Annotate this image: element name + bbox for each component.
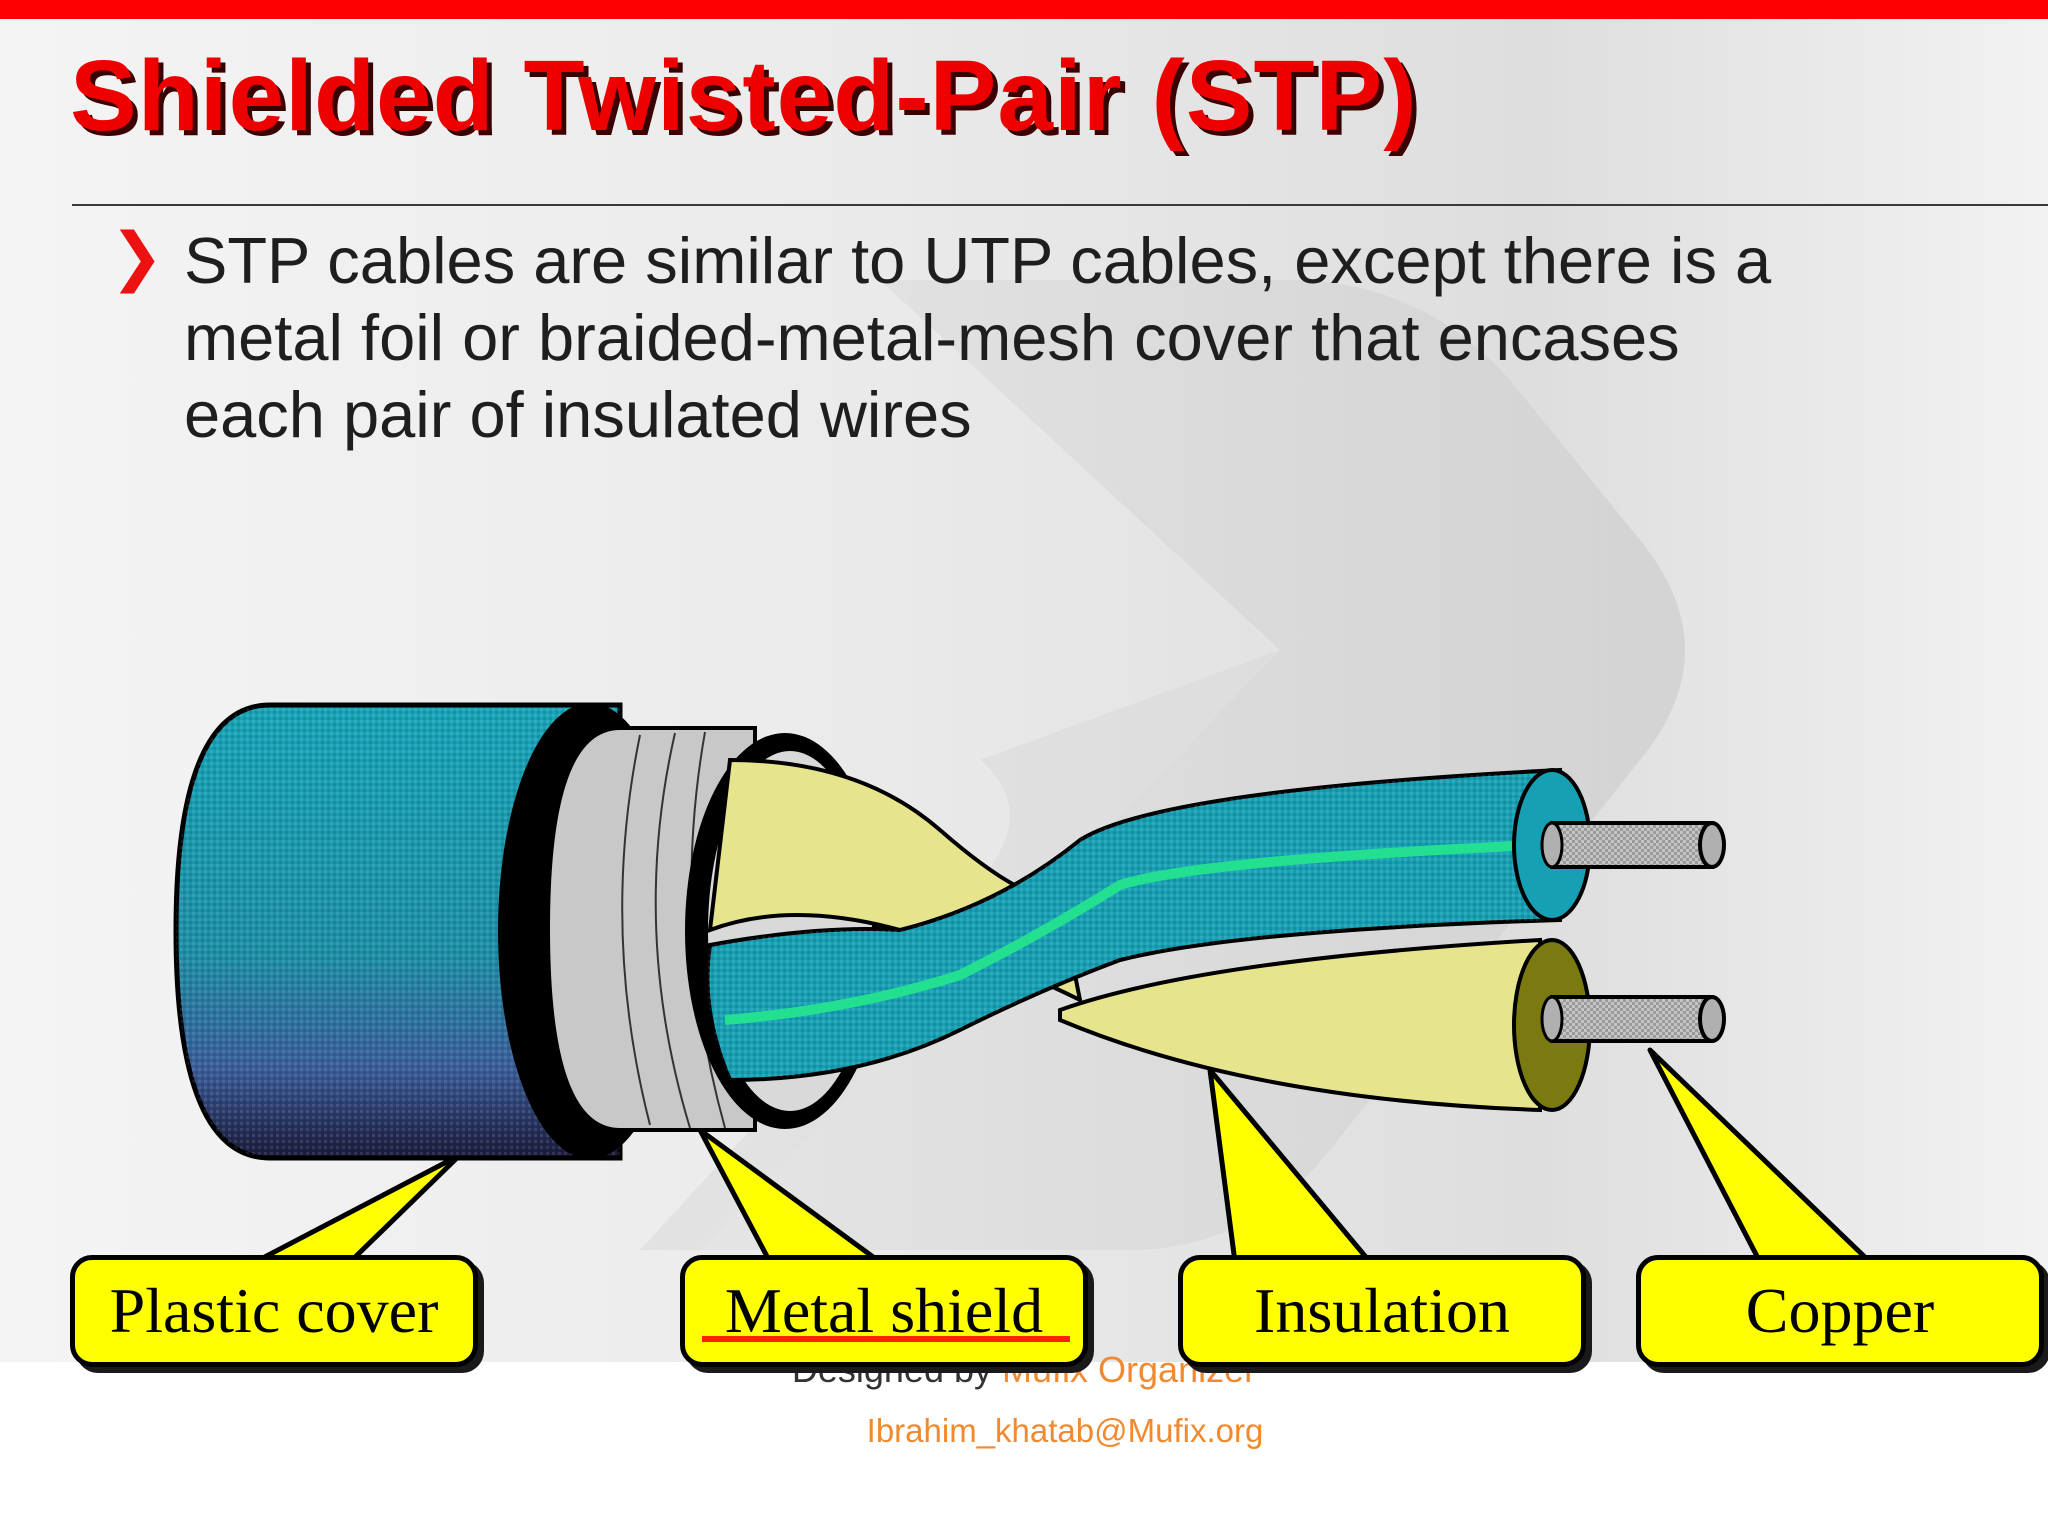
metal-shield-label: Metal shield: [680, 1255, 1088, 1367]
insulation-label: Insulation: [1178, 1255, 1586, 1367]
slide-title: Shielded Twisted-Pair (STP): [70, 40, 1418, 152]
footer-band: [0, 1362, 2048, 1536]
copper-label-text: Copper: [1745, 1275, 1935, 1346]
label-pointers: [252, 1047, 1873, 1265]
metal-shield-label-text: Metal shield: [724, 1275, 1044, 1346]
bullet-text: STP cables are similar to UTP cables, ex…: [184, 224, 1772, 451]
footer-email: Ibrahim_khatab@Mufix.org: [866, 1412, 1264, 1449]
insulation-label-text: Insulation: [1254, 1275, 1510, 1346]
chevron-right-icon: ❯: [110, 220, 164, 294]
copper-conductor-lower: [1550, 995, 1714, 1043]
copper-label: Copper: [1636, 1255, 2044, 1367]
metal-shield-underline: [702, 1336, 1070, 1342]
plastic-cover-label-text: Plastic cover: [109, 1275, 439, 1346]
title-divider: [72, 204, 2048, 206]
plastic-cover-label: Plastic cover: [70, 1255, 478, 1367]
yellow-wire-lower: [1058, 937, 1542, 1113]
top-accent-bar: [0, 0, 2048, 19]
copper-conductor-upper: [1550, 821, 1714, 869]
teal-wire-stripe: [724, 840, 1541, 1025]
